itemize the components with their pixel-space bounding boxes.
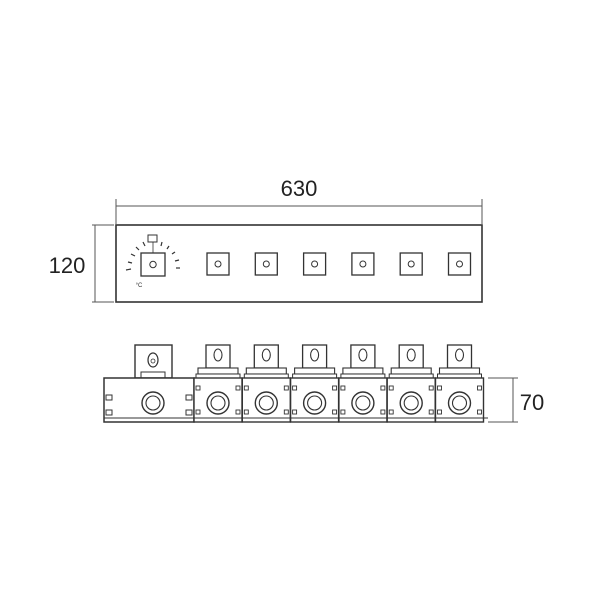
front-control — [254, 252, 278, 276]
side-valve — [338, 344, 388, 423]
thermostatic-cartridge — [103, 344, 195, 423]
front-controls — [206, 252, 472, 276]
front-view-panel: °C — [115, 224, 483, 303]
side-valve — [241, 344, 292, 423]
thermostat-unit-label: °C — [136, 283, 143, 289]
thermostat-dial — [125, 234, 180, 277]
depth-dimension — [488, 377, 518, 423]
front-control — [351, 252, 375, 276]
front-control — [447, 252, 472, 276]
width-dimension — [115, 199, 483, 224]
side-valve — [289, 344, 340, 423]
width-dimension-label: 630 — [281, 176, 318, 201]
depth-dimension-label: 70 — [520, 390, 544, 415]
front-control — [206, 252, 230, 276]
side-valve — [193, 344, 243, 423]
front-control — [399, 252, 423, 276]
front-control — [302, 252, 327, 276]
height-dimension — [92, 224, 114, 303]
side-valves — [193, 344, 485, 423]
side-valve — [386, 344, 436, 423]
side-view — [103, 344, 488, 423]
height-dimension-label: 120 — [49, 253, 86, 278]
side-valve — [434, 344, 485, 423]
